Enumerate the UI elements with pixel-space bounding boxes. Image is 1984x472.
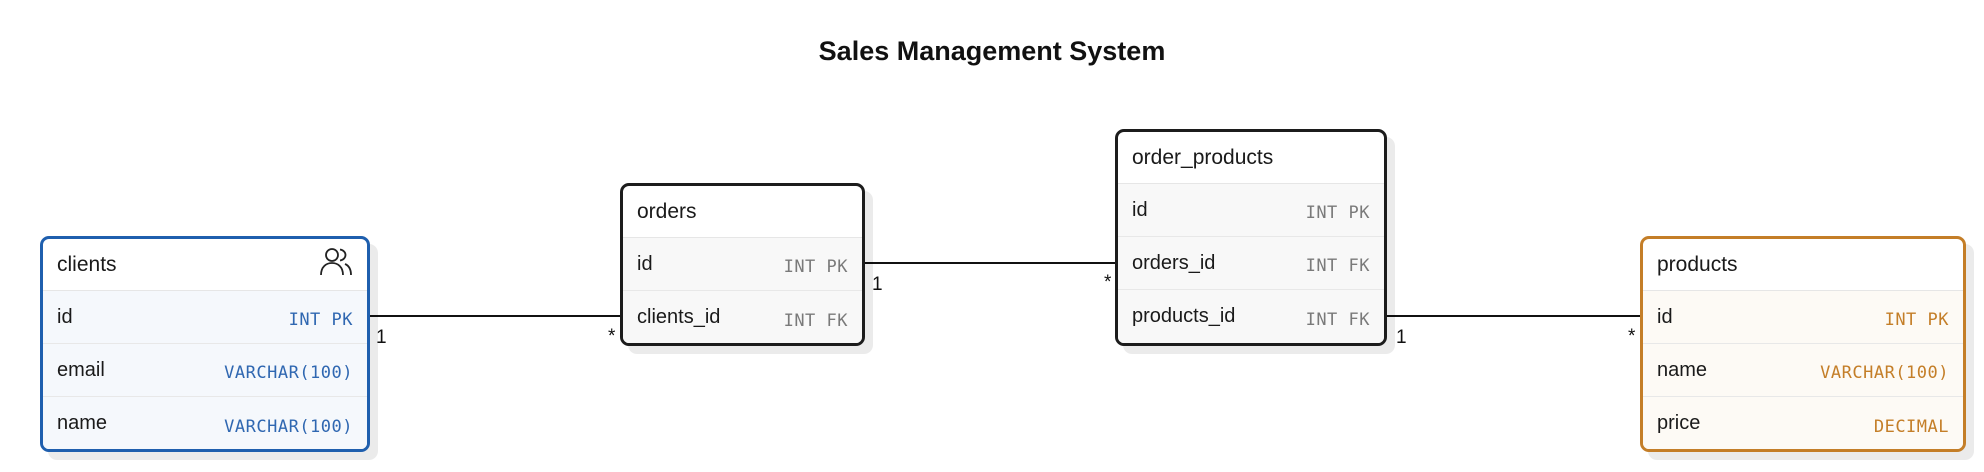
entity-header: clients xyxy=(43,239,367,291)
relationship-orders-order-products xyxy=(853,258,1127,268)
entity-name: orders xyxy=(637,199,697,223)
field-name: price xyxy=(1657,412,1701,434)
field-name: orders_id xyxy=(1132,251,1216,274)
field-type: INT PK xyxy=(288,310,353,330)
field-row: id INT PK xyxy=(43,291,367,344)
users-icon xyxy=(319,246,353,283)
entity-name: order_products xyxy=(1132,145,1274,169)
field-type: VARCHAR(100) xyxy=(224,416,353,437)
field-row: id INT PK xyxy=(1643,291,1963,344)
entity-order-products[interactable]: order_products id INT PK orders_id INT F… xyxy=(1115,129,1387,346)
diagram-title: Sales Management System xyxy=(818,36,1166,66)
field-name: id xyxy=(1132,198,1148,221)
field-type: INT FK xyxy=(783,310,848,331)
entity-header: products xyxy=(1643,239,1963,291)
field-row: orders_id INT FK xyxy=(1118,237,1384,290)
field-row: clients_id INT FK xyxy=(623,291,862,343)
cardinality-label: * xyxy=(1628,326,1636,347)
field-type: INT PK xyxy=(1305,203,1370,223)
entity-header: order_products xyxy=(1118,132,1384,184)
field-type: DECIMAL xyxy=(1873,416,1949,437)
entity-products[interactable]: products id INT PK name VARCHAR(100) pri… xyxy=(1640,236,1966,452)
entity-name: clients xyxy=(57,252,117,276)
cardinality-label: * xyxy=(1104,272,1112,293)
field-row: id INT PK xyxy=(1118,184,1384,237)
field-type: INT PK xyxy=(783,257,848,277)
field-row: price DECIMAL xyxy=(1643,397,1963,449)
field-type: INT FK xyxy=(1305,309,1370,330)
field-row: id INT PK xyxy=(623,238,862,291)
field-name: clients_id xyxy=(637,306,721,328)
field-type: INT FK xyxy=(1305,256,1370,276)
relationship-order-products-products xyxy=(1375,311,1653,321)
field-name: id xyxy=(637,252,653,275)
field-type: VARCHAR(100) xyxy=(224,363,353,383)
field-type: VARCHAR(100) xyxy=(1820,363,1949,383)
cardinality-label: 1 xyxy=(1396,327,1407,348)
entity-clients[interactable]: clients id INT PK email VARCHAR(100) nam… xyxy=(40,236,370,452)
field-row: products_id INT FK xyxy=(1118,290,1384,343)
field-name: name xyxy=(1657,358,1708,381)
cardinality-label: 1 xyxy=(872,274,883,295)
field-name: id xyxy=(57,305,73,328)
entity-orders[interactable]: orders id INT PK clients_id INT FK xyxy=(620,183,865,346)
field-name: id xyxy=(1657,305,1673,328)
field-row: name VARCHAR(100) xyxy=(43,397,367,449)
relationship-clients-orders xyxy=(357,311,631,321)
cardinality-label: 1 xyxy=(376,327,387,348)
entity-header: orders xyxy=(623,186,862,238)
field-name: email xyxy=(57,358,105,381)
field-type: INT PK xyxy=(1884,310,1949,330)
field-name: products_id xyxy=(1132,305,1236,327)
field-name: name xyxy=(57,412,108,434)
field-row: name VARCHAR(100) xyxy=(1643,344,1963,397)
cardinality-label: * xyxy=(608,326,616,347)
entity-name: products xyxy=(1657,252,1738,276)
field-row: email VARCHAR(100) xyxy=(43,344,367,397)
